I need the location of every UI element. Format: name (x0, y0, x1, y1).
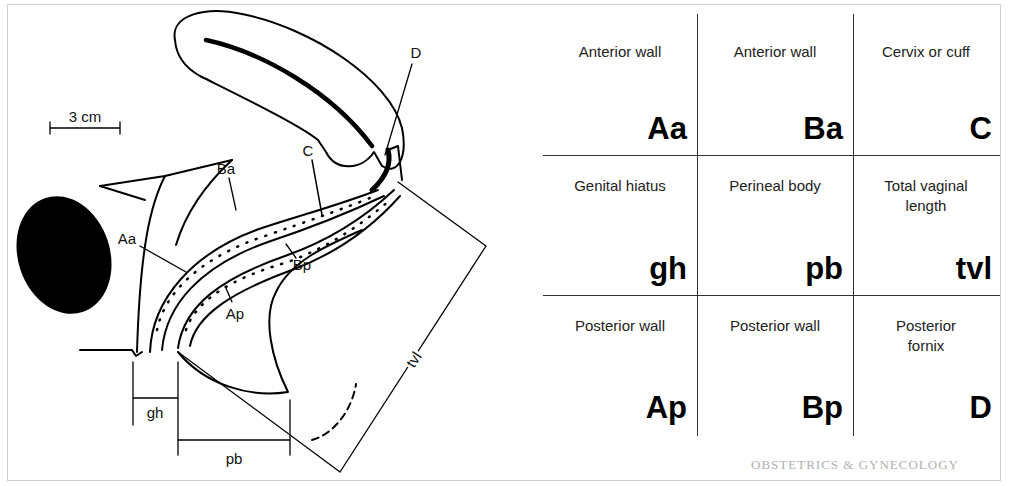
posterior-dots (186, 200, 390, 330)
urethra-wall (137, 176, 165, 352)
table-heading: Cervix or cuff (876, 42, 976, 62)
scale-bar (50, 122, 120, 134)
grid-line (853, 14, 854, 436)
table-code: Bp (802, 392, 843, 423)
fornix-edge (388, 146, 402, 180)
table-code: Ap (646, 392, 687, 423)
figure-label: Ba (217, 161, 235, 176)
table-code: Aa (647, 113, 687, 144)
table-code: D (970, 392, 992, 423)
table-heading: Posterior fornix (876, 316, 976, 357)
table-heading: Anterior wall (725, 42, 825, 62)
scale-label: 3 cm (69, 109, 102, 124)
dimension-label: gh (147, 405, 164, 420)
dimension-label: tvl (401, 346, 426, 371)
uterus-outline (175, 11, 404, 169)
anterior-dots (157, 198, 370, 330)
bladder-neck (100, 186, 145, 200)
figure-label: C (303, 143, 314, 158)
labia (80, 350, 142, 356)
leader-line (225, 286, 232, 302)
pb-dimension (178, 400, 290, 455)
uterine-cavity (206, 40, 372, 146)
table-code: Ba (803, 113, 843, 144)
table-code: C (970, 113, 992, 144)
bladder-outline (100, 160, 232, 186)
grid-line (543, 155, 1000, 156)
table-heading: Posterior wall (570, 316, 670, 336)
leader-line (229, 178, 236, 210)
table-heading: Anterior wall (570, 42, 670, 62)
leader-line (140, 246, 186, 272)
table-code: pb (805, 253, 843, 284)
image-frame (8, 5, 1001, 481)
table-heading: Total vaginal length (871, 176, 981, 217)
grid-line (697, 14, 698, 436)
figure-label: D (411, 45, 422, 60)
table-heading: Perineal body (725, 176, 825, 196)
posterior-vaginal-wall-outer (190, 196, 400, 346)
watermark: OBSTETRICS & GYNECOLOGY (751, 458, 959, 471)
figure-label: Ap (226, 306, 244, 321)
tvl-dimension (178, 182, 486, 472)
table-heading: Posterior wall (725, 316, 825, 336)
leader-line (312, 160, 322, 215)
table-heading: Genital hiatus (570, 176, 670, 196)
table-grid (543, 14, 1000, 436)
grid-line (543, 295, 1000, 296)
perineal-body (178, 230, 362, 393)
posterior-fornix (372, 150, 389, 190)
posterior-vaginal-wall (178, 190, 394, 348)
pubic-bone (2, 184, 127, 327)
rectum-dashed (312, 384, 356, 440)
gh-dimension (133, 362, 178, 455)
figure-label: Bp (293, 257, 311, 272)
dimension-label: pb (226, 451, 243, 466)
table-code: tvl (956, 253, 992, 284)
leader-line (385, 64, 412, 155)
table-code: gh (649, 253, 687, 284)
figure-label: Aa (118, 231, 136, 246)
